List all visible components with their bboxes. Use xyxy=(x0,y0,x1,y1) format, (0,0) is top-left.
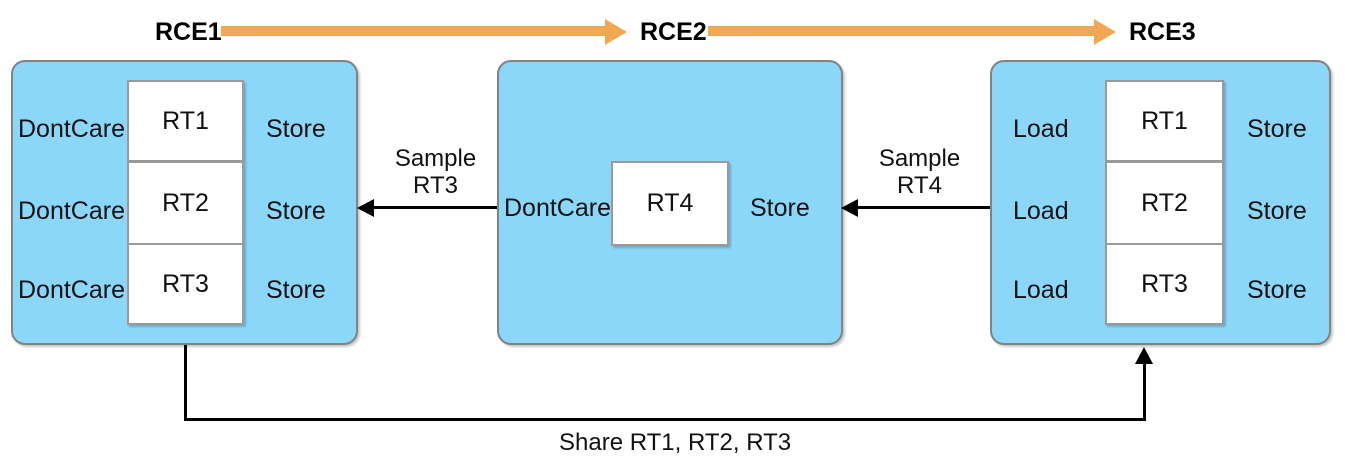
stage-label-rce2: RCE2 xyxy=(640,17,707,46)
rce1-row2-left-label: DontCare xyxy=(18,196,125,225)
stage-arrow-rce1-to-rce2-head xyxy=(605,19,627,45)
rce2-register-rt4: RT4 xyxy=(611,161,729,246)
share-edge-left-vertical xyxy=(184,345,187,421)
stage-arrow-rce2-to-rce3-shaft xyxy=(708,26,1096,36)
edge-rce3-to-rce2-line xyxy=(856,206,990,209)
stage-label-rce3: RCE3 xyxy=(1129,17,1196,46)
edge-rce3-to-rce2-label: Sample RT4 xyxy=(862,145,977,200)
edge-rce2-to-rce1-label: Sample RT3 xyxy=(378,145,493,200)
edge-rce2-to-rce1-line xyxy=(372,206,497,209)
rce1-register-rt3: RT3 xyxy=(127,244,244,325)
rce3-register-rt2: RT2 xyxy=(1105,162,1224,244)
edge-label-line2: RT3 xyxy=(413,171,458,199)
rce1-register-rt2: RT2 xyxy=(127,162,244,244)
rce3-row1-right-label: Store xyxy=(1247,114,1307,143)
share-edge-horizontal xyxy=(184,418,1146,421)
rce3-row2-right-label: Store xyxy=(1247,196,1307,225)
rce3-row2-left-label: Load xyxy=(1013,196,1069,225)
rce1-row3-right-label: Store xyxy=(266,275,326,304)
rce1-row1-left-label: DontCare xyxy=(18,114,125,143)
rce3-row3-right-label: Store xyxy=(1247,275,1307,304)
stage-label-rce1: RCE1 xyxy=(155,17,222,46)
rce1-row3-left-label: DontCare xyxy=(18,275,125,304)
rce2-row1-left-label: DontCare xyxy=(504,193,611,222)
share-edge-arrowhead xyxy=(1135,347,1153,364)
share-edge-right-vertical xyxy=(1143,363,1146,421)
rce3-register-rt3: RT3 xyxy=(1105,244,1224,325)
rce3-register-rt1: RT1 xyxy=(1105,80,1224,162)
edge-label-line2: RT4 xyxy=(897,171,942,199)
rce3-row1-left-label: Load xyxy=(1013,114,1069,143)
edge-rce2-to-rce1-arrowhead xyxy=(357,199,374,217)
stage-arrow-rce2-to-rce3-head xyxy=(1094,19,1116,45)
edge-rce3-to-rce2-arrowhead xyxy=(841,199,858,217)
rce3-row3-left-label: Load xyxy=(1013,275,1069,304)
edge-label-line1: Sample xyxy=(394,145,477,172)
rce1-row2-right-label: Store xyxy=(266,196,326,225)
rce1-row1-right-label: Store xyxy=(266,114,326,143)
rce1-register-rt1: RT1 xyxy=(127,80,244,162)
rce2-row1-right-label: Store xyxy=(750,193,810,222)
edge-label-line1: Sample xyxy=(878,145,961,172)
share-edge-label: Share RT1, RT2, RT3 xyxy=(559,429,792,456)
stage-arrow-rce1-to-rce2-shaft xyxy=(221,26,607,36)
